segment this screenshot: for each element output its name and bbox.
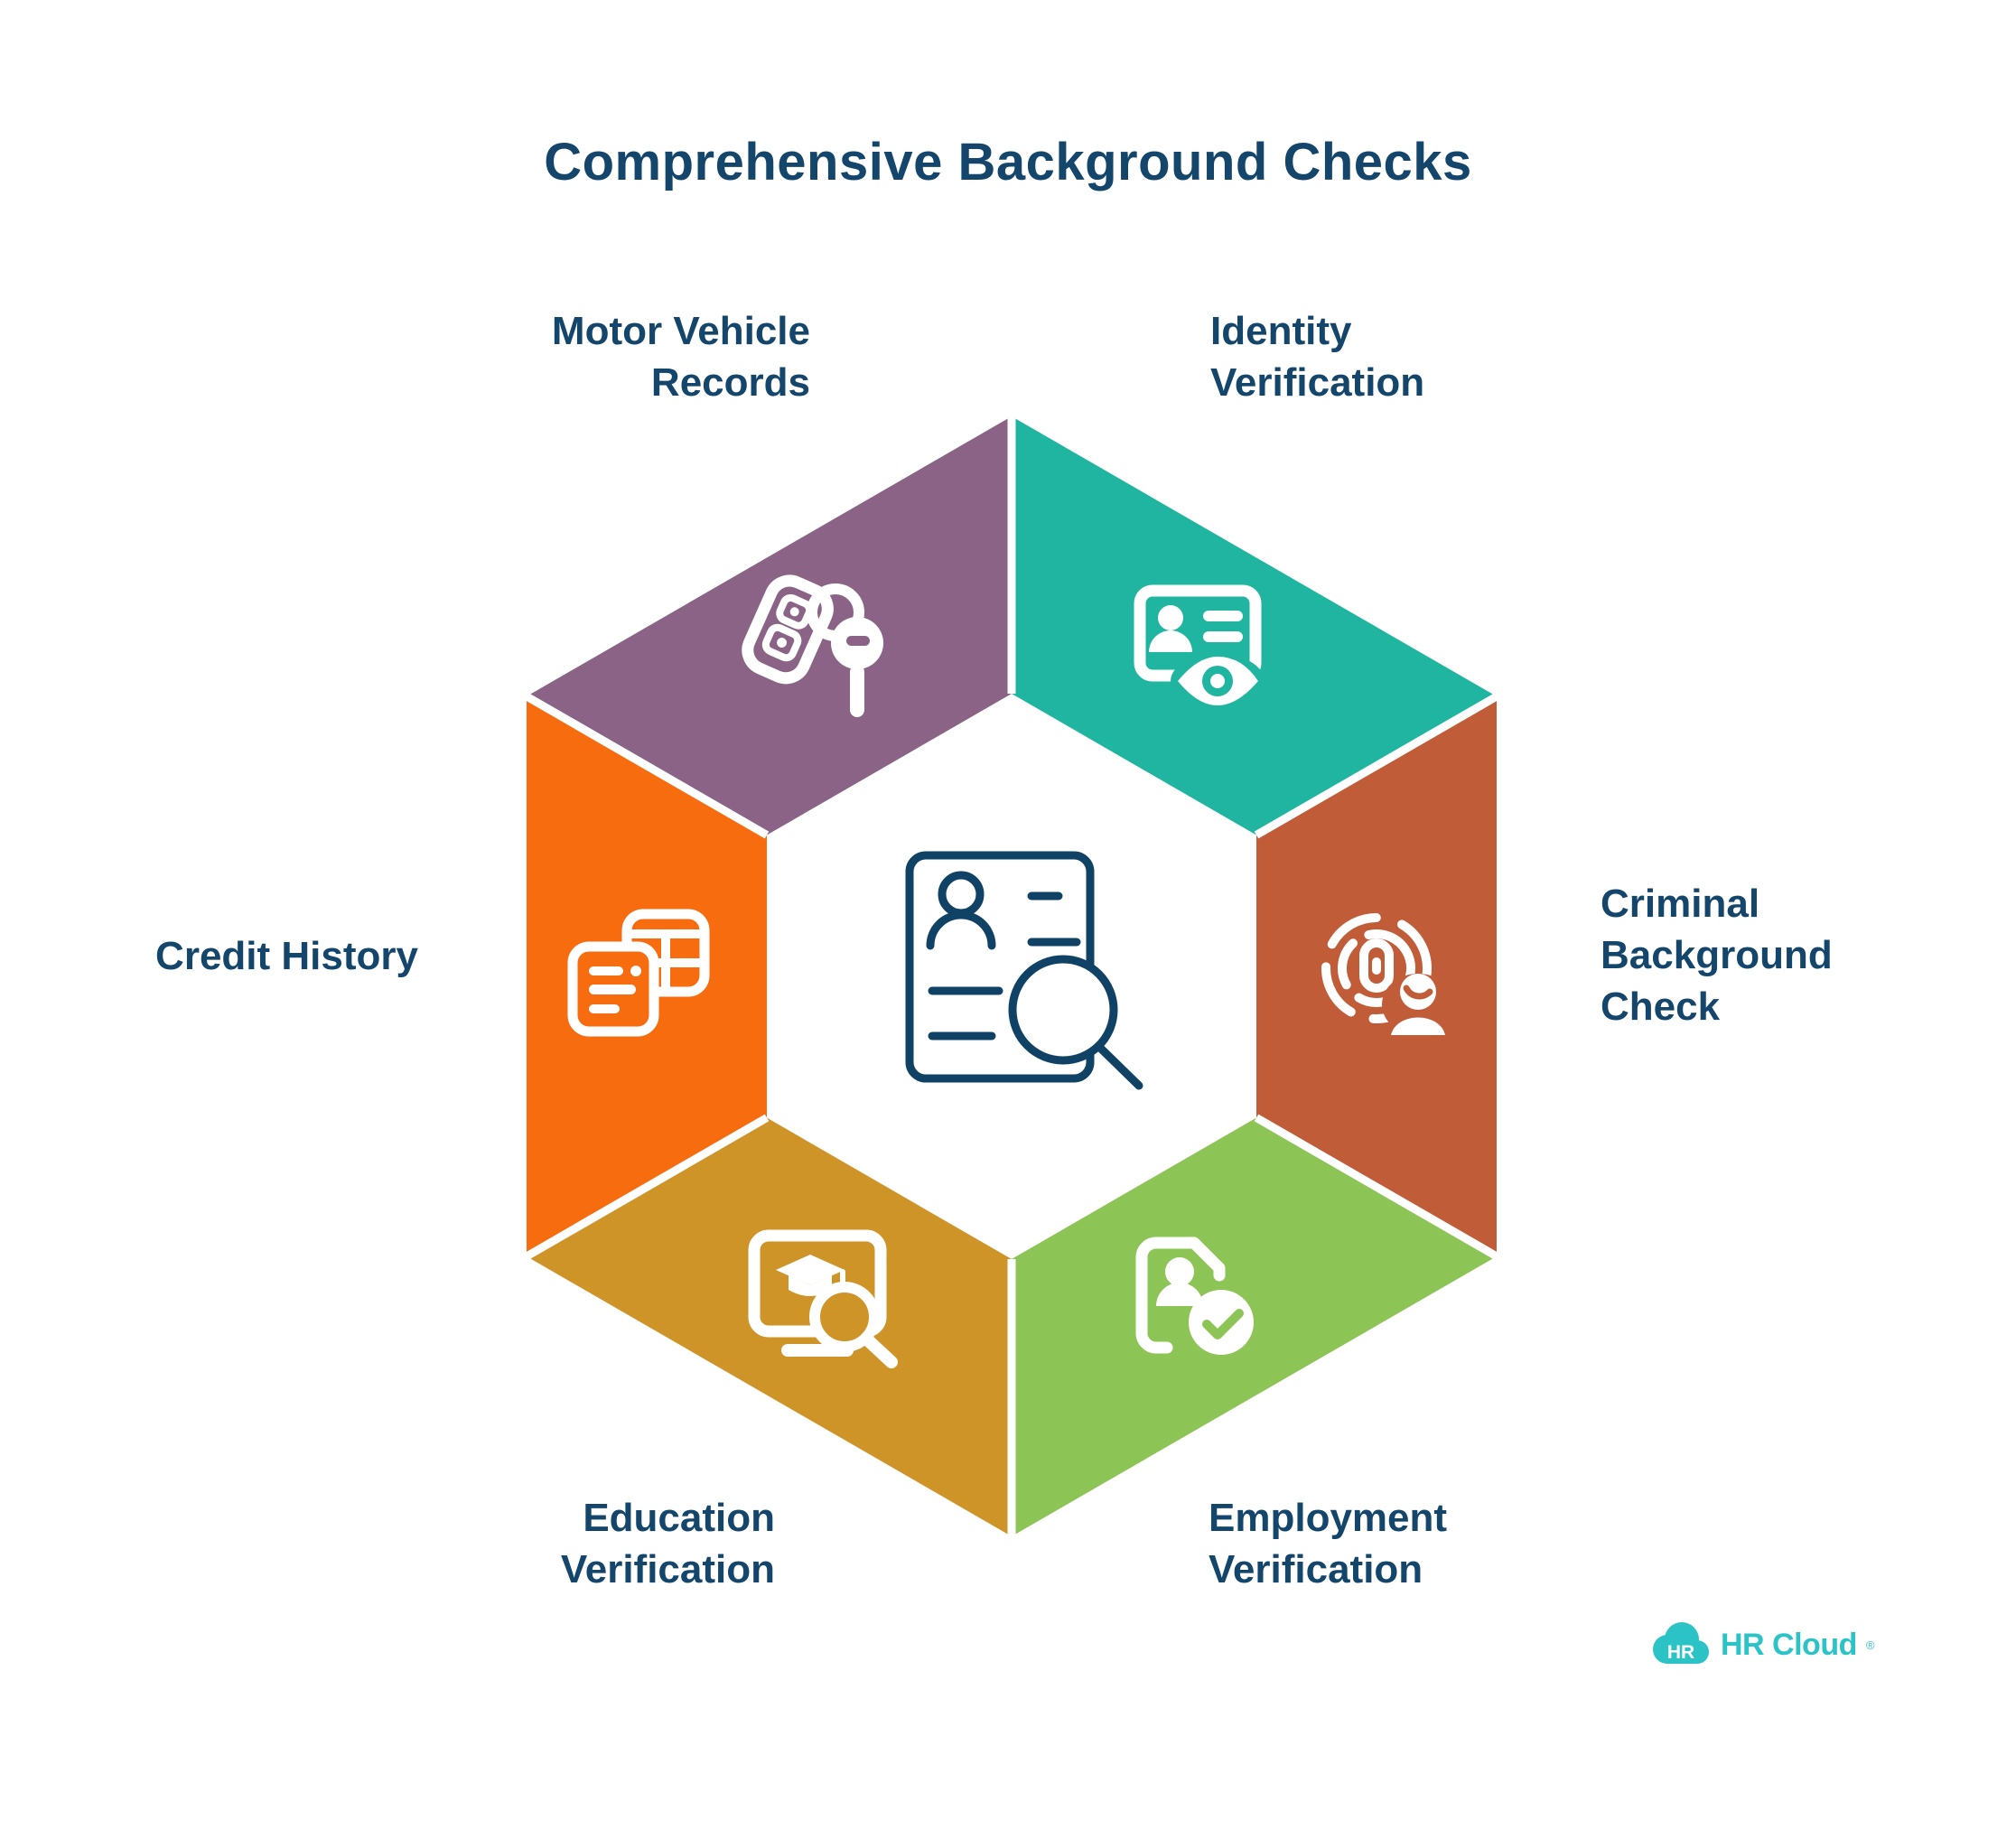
label-line: Check <box>1601 985 1721 1029</box>
credit-documents-icon <box>567 909 710 1037</box>
label-line: Employment <box>1209 1496 1448 1540</box>
logo-brand-text: HR Cloud <box>1721 1627 1857 1662</box>
label-employment-verification: Employment Verification <box>1209 1492 1447 1595</box>
logo-badge-text: HR <box>1667 1642 1694 1663</box>
segment-criminal-background-check <box>1256 696 1497 1256</box>
resume-search-icon <box>905 851 1143 1090</box>
label-education-verification: Education Verification <box>561 1492 775 1595</box>
label-identity-verification: Identity Verification <box>1210 305 1424 408</box>
label-line: Criminal <box>1601 882 1760 926</box>
page-title: Comprehensive Background Checks <box>544 133 1472 191</box>
car-keys-icon <box>742 574 883 717</box>
hr-cloud-icon: HR <box>1653 1622 1709 1664</box>
hr-cloud-logo: HR HR Cloud ® <box>1647 1619 1874 1671</box>
label-line: Background <box>1601 933 1833 977</box>
label-line: Verification <box>560 1547 775 1591</box>
label-line: Records <box>650 360 810 405</box>
label-line: Motor Vehicle <box>551 309 810 353</box>
segment-separators <box>524 416 1499 1536</box>
registered-mark: ® <box>1865 1638 1875 1652</box>
segment-employment-verification <box>1012 1117 1497 1536</box>
label-line: Education <box>583 1496 775 1540</box>
label-line: Identity <box>1210 309 1352 353</box>
person-document-check-icon <box>1135 1237 1254 1355</box>
label-line: Verification <box>1210 360 1425 405</box>
label-criminal-background-check: Criminal Background Check <box>1601 878 1833 1032</box>
monitor-graduation-search-icon <box>748 1229 898 1368</box>
segment-motor-vehicle-records <box>527 416 1012 835</box>
label-credit-history: Credit History <box>155 930 418 982</box>
label-line: Credit History <box>155 934 418 978</box>
label-motor-vehicle-records: Motor Vehicle Records <box>552 305 810 408</box>
fingerprint-person-icon <box>1321 913 1454 1035</box>
id-card-eye-icon <box>1134 584 1265 708</box>
label-line: Verification <box>1209 1547 1423 1591</box>
